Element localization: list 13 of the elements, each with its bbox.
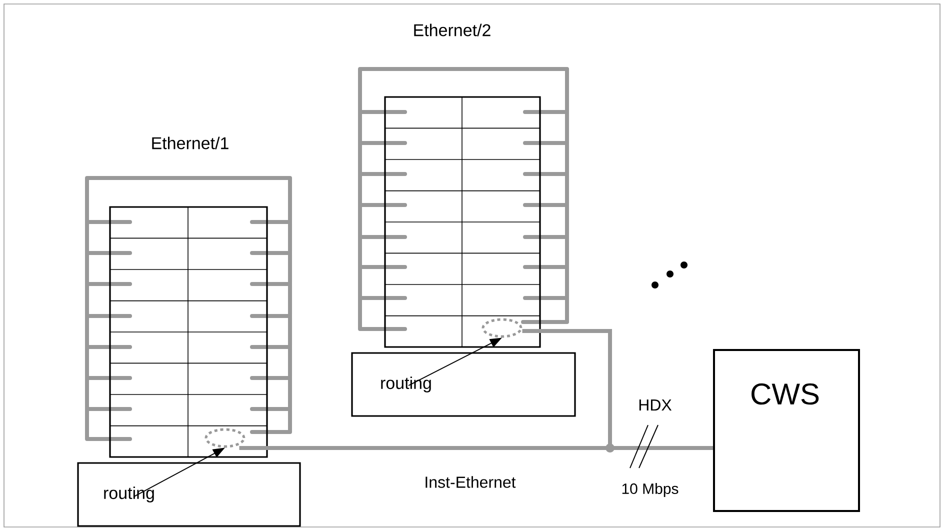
port-ellipse — [204, 428, 246, 448]
cable-line — [239, 446, 610, 450]
routing-box: routing — [77, 462, 301, 527]
rack-label: Ethernet/2 — [414, 24, 490, 36]
edge-label: HDX — [637, 398, 673, 412]
edge-label: Inst-Ethernet — [423, 475, 517, 489]
speed-label: 10 Mbps — [622, 483, 678, 497]
routing-box: routing — [351, 352, 576, 417]
rack-label: Ethernet/1 — [152, 136, 228, 150]
cable-line — [522, 329, 612, 448]
workstation-box: CWS — [713, 349, 860, 512]
port-ellipse — [482, 318, 522, 338]
cable-line — [610, 446, 713, 450]
